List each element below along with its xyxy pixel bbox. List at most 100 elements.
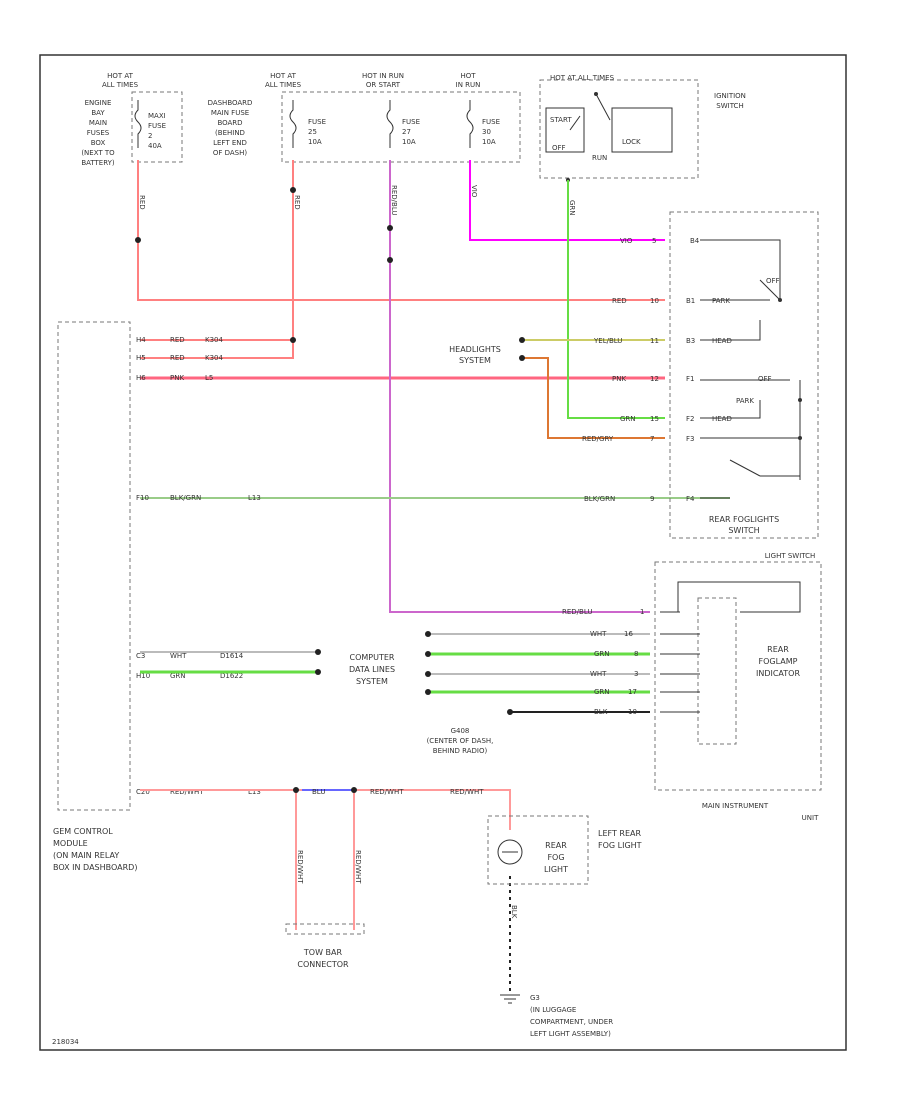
svg-text:LEFT LIGHT ASSEMBLY): LEFT LIGHT ASSEMBLY)	[530, 1030, 611, 1038]
main-instrument-unit: LIGHT SWITCH REAR FOGLAMP INDICATOR MAIN…	[562, 552, 822, 822]
svg-text:HOT: HOT	[460, 72, 476, 80]
svg-text:MAIN FUSE: MAIN FUSE	[211, 109, 249, 117]
svg-text:(CENTER OF DASH,: (CENTER OF DASH,	[427, 737, 494, 745]
svg-text:BAY: BAY	[91, 109, 105, 117]
svg-text:RED/WHT: RED/WHT	[170, 788, 204, 796]
svg-text:FOG LIGHT: FOG LIGHT	[598, 841, 642, 850]
svg-text:F2: F2	[686, 415, 694, 423]
svg-text:HEAD: HEAD	[712, 415, 732, 423]
svg-text:MODULE: MODULE	[53, 839, 88, 848]
svg-text:GRN: GRN	[568, 200, 576, 216]
svg-text:BLK/GRN: BLK/GRN	[170, 494, 201, 502]
diagram-frame	[39, 54, 847, 1051]
svg-text:SYSTEM: SYSTEM	[356, 677, 388, 686]
svg-text:MAXI: MAXI	[148, 112, 166, 120]
svg-text:10A: 10A	[482, 138, 496, 146]
engine-bay-box: HOT AT ALL TIMES ENGINE BAY MAIN FUSES B…	[81, 72, 183, 167]
svg-text:K304: K304	[205, 336, 223, 344]
wire-label-redblu: RED/BLU	[390, 185, 398, 216]
svg-text:FOG: FOG	[547, 853, 564, 862]
svg-text:5: 5	[652, 237, 656, 245]
svg-text:FUSES: FUSES	[87, 129, 110, 137]
wire-label-red: RED	[138, 195, 146, 210]
svg-text:(NEXT TO: (NEXT TO	[81, 149, 115, 157]
svg-text:RED/GRY: RED/GRY	[582, 435, 614, 443]
svg-text:RED/WHT: RED/WHT	[354, 850, 362, 884]
light-switch-label: LIGHT SWITCH	[765, 552, 816, 560]
svg-text:B1: B1	[686, 297, 695, 305]
svg-text:RED: RED	[293, 195, 301, 210]
svg-text:SWITCH: SWITCH	[728, 526, 759, 535]
svg-text:H4: H4	[136, 336, 146, 344]
svg-text:FUSE: FUSE	[482, 118, 500, 126]
svg-text:25: 25	[308, 128, 317, 136]
svg-text:REAR: REAR	[545, 841, 567, 850]
svg-text:START: START	[550, 116, 572, 124]
ignition-switch: HOT AT ALL TIMES IGNITION SWITCH START L…	[539, 74, 746, 182]
svg-text:SYSTEM: SYSTEM	[459, 356, 491, 365]
svg-text:TOW BAR: TOW BAR	[303, 948, 343, 957]
svg-text:PNK: PNK	[612, 375, 626, 383]
svg-text:HOT IN RUN: HOT IN RUN	[362, 72, 404, 80]
tow-bar-connector: TOW BAR CONNECTOR	[285, 923, 365, 969]
svg-text:DASHBOARD: DASHBOARD	[208, 99, 253, 107]
svg-text:H5: H5	[136, 354, 146, 362]
svg-text:1: 1	[640, 608, 644, 616]
svg-text:IN RUN: IN RUN	[456, 81, 481, 89]
svg-text:G3: G3	[530, 994, 540, 1002]
svg-text:B3: B3	[686, 337, 695, 345]
svg-text:30: 30	[482, 128, 491, 136]
svg-text:GRN: GRN	[170, 672, 186, 680]
svg-text:BLK/GRN: BLK/GRN	[584, 495, 615, 503]
svg-text:B4: B4	[690, 237, 700, 245]
svg-text:BEHIND RADIO): BEHIND RADIO)	[433, 747, 488, 755]
ground-g3: G3 (IN LUGGAGE COMPARTMENT, UNDER LEFT L…	[500, 994, 613, 1038]
svg-text:F10: F10	[136, 494, 149, 502]
svg-text:RED/WHT: RED/WHT	[296, 850, 304, 884]
svg-text:BLK: BLK	[510, 905, 518, 919]
svg-text:10A: 10A	[308, 138, 322, 146]
supply-1-title: HOT AT	[107, 72, 134, 80]
svg-text:27: 27	[402, 128, 411, 136]
svg-text:F4: F4	[686, 495, 695, 503]
svg-text:ALL TIMES: ALL TIMES	[102, 81, 139, 89]
svg-text:BOARD: BOARD	[217, 119, 242, 127]
rear-fog-circuit	[140, 789, 511, 995]
rear-foglights-switch: REAR FOGLIGHTS SWITCH VIO 5 B4 RED 10 B1…	[582, 211, 819, 539]
rear-wire-label-1: RED/WHT	[370, 788, 404, 796]
svg-text:DATA LINES: DATA LINES	[349, 665, 395, 674]
svg-text:(IN LUGGAGE: (IN LUGGAGE	[530, 1006, 576, 1014]
svg-text:SWITCH: SWITCH	[716, 102, 743, 110]
svg-text:(ON MAIN RELAY: (ON MAIN RELAY	[53, 851, 119, 860]
svg-text:D1622: D1622	[220, 672, 243, 680]
svg-text:L5: L5	[205, 374, 213, 382]
svg-text:COMPARTMENT, UNDER: COMPARTMENT, UNDER	[530, 1018, 613, 1026]
svg-text:G408: G408	[451, 727, 470, 735]
svg-text:FUSE: FUSE	[402, 118, 420, 126]
svg-text:IGNITION: IGNITION	[714, 92, 746, 100]
svg-text:INDICATOR: INDICATOR	[756, 669, 800, 678]
wire-red-main	[137, 160, 665, 380]
svg-text:10: 10	[650, 297, 659, 305]
svg-text:LEFT REAR: LEFT REAR	[598, 829, 641, 838]
svg-text:16: 16	[624, 630, 633, 638]
svg-text:7: 7	[650, 435, 654, 443]
svg-text:H10: H10	[136, 672, 150, 680]
svg-text:HOT AT: HOT AT	[270, 72, 297, 80]
svg-text:(BEHIND: (BEHIND	[215, 129, 245, 137]
svg-text:PARK: PARK	[712, 297, 730, 305]
svg-text:17: 17	[628, 688, 637, 696]
svg-text:OFF: OFF	[766, 277, 780, 285]
svg-text:BLK: BLK	[594, 708, 608, 716]
svg-text:L13: L13	[248, 788, 261, 796]
svg-text:RED: RED	[170, 354, 185, 362]
wire-magenta	[469, 160, 665, 241]
svg-text:FUSE: FUSE	[308, 118, 326, 126]
svg-text:LEFT END: LEFT END	[213, 139, 247, 147]
svg-text:MAIN: MAIN	[89, 119, 107, 127]
svg-text:RUN: RUN	[592, 154, 607, 162]
rear-fog-light: REAR FOG LIGHT LEFT REAR FOG LIGHT	[487, 815, 642, 885]
svg-text:8: 8	[634, 650, 638, 658]
svg-text:MAIN INSTRUMENT: MAIN INSTRUMENT	[702, 802, 769, 810]
